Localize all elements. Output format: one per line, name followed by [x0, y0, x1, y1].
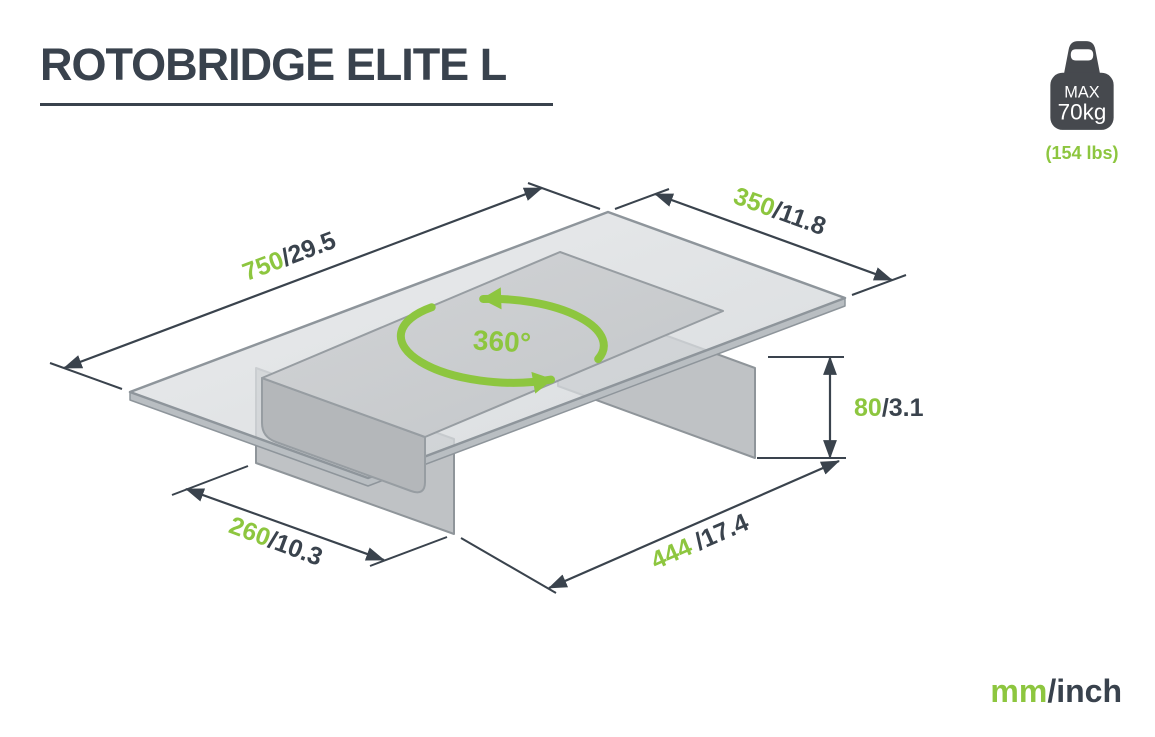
kettlebell-handle [1062, 41, 1102, 81]
title-underline [40, 103, 553, 106]
dim-length-label: 750/29.5 [239, 226, 340, 286]
page-title: ROTOBRIDGE ELITE L [40, 39, 507, 90]
max-pounds-label: (154 lbs) [1045, 143, 1119, 163]
rotation-arrowhead-right [531, 371, 554, 394]
dim-height-label: 80/3.1 [854, 394, 924, 422]
dimension-line [654, 192, 893, 282]
extension-line [49, 362, 123, 390]
extension-line [171, 465, 249, 496]
units-legend: mm/inch [990, 675, 1122, 707]
kettlebell-weight-icon: MAX 70kg [1050, 41, 1114, 130]
max-value: 70kg [1058, 100, 1107, 125]
extension-line [369, 536, 448, 567]
units-mm: mm [990, 673, 1048, 709]
dimension-line [185, 487, 385, 562]
dim-depth-label: 350/11.8 [730, 182, 830, 241]
extension-line [614, 188, 670, 210]
units-inch: /inch [1047, 673, 1122, 709]
platform-front-face [261, 377, 426, 494]
dim-base-width-label: 444/17.4 [647, 508, 753, 575]
dimension-line [63, 186, 543, 370]
extension-line [460, 537, 557, 594]
extension-line [851, 274, 907, 296]
dimension-line [548, 459, 840, 590]
rotation-angle-label: 360° [472, 325, 531, 359]
max-label: MAX [1064, 83, 1099, 101]
dim-base-width: 444/17.4 [460, 459, 840, 594]
max-load-badge: MAX 70kg (154 lbs) [1042, 36, 1122, 164]
kettlebell-body [1050, 72, 1114, 130]
extension-line [527, 182, 601, 210]
dim-height: 80/3.1 [757, 356, 924, 459]
